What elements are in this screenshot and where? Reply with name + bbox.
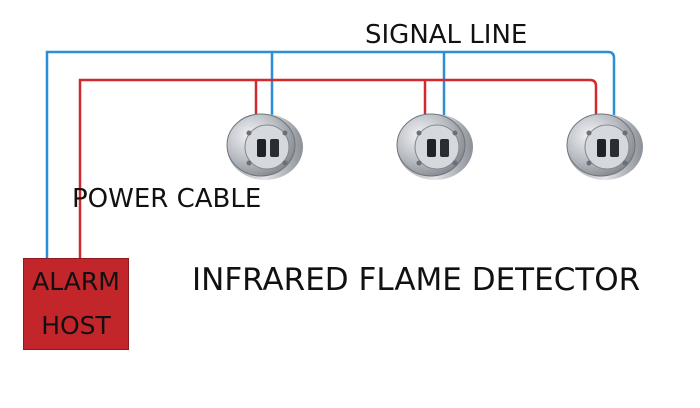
product-title: INFRARED FLAME DETECTOR (192, 262, 641, 298)
signal-wire (45, 50, 616, 258)
power-cable-label: POWER CABLE (72, 184, 262, 214)
alarm-host-label-line-1: ALARM (32, 267, 120, 296)
flame-detector-1 (226, 113, 303, 180)
flame-detector-2 (396, 113, 473, 180)
flame-detector-3 (566, 113, 643, 180)
alarm-host-label-line-2: HOST (41, 311, 111, 340)
alarm-host-box: ALARM HOST (23, 258, 129, 350)
signal-line-label: SIGNAL LINE (365, 20, 528, 50)
power-cable-wire (78, 78, 598, 258)
